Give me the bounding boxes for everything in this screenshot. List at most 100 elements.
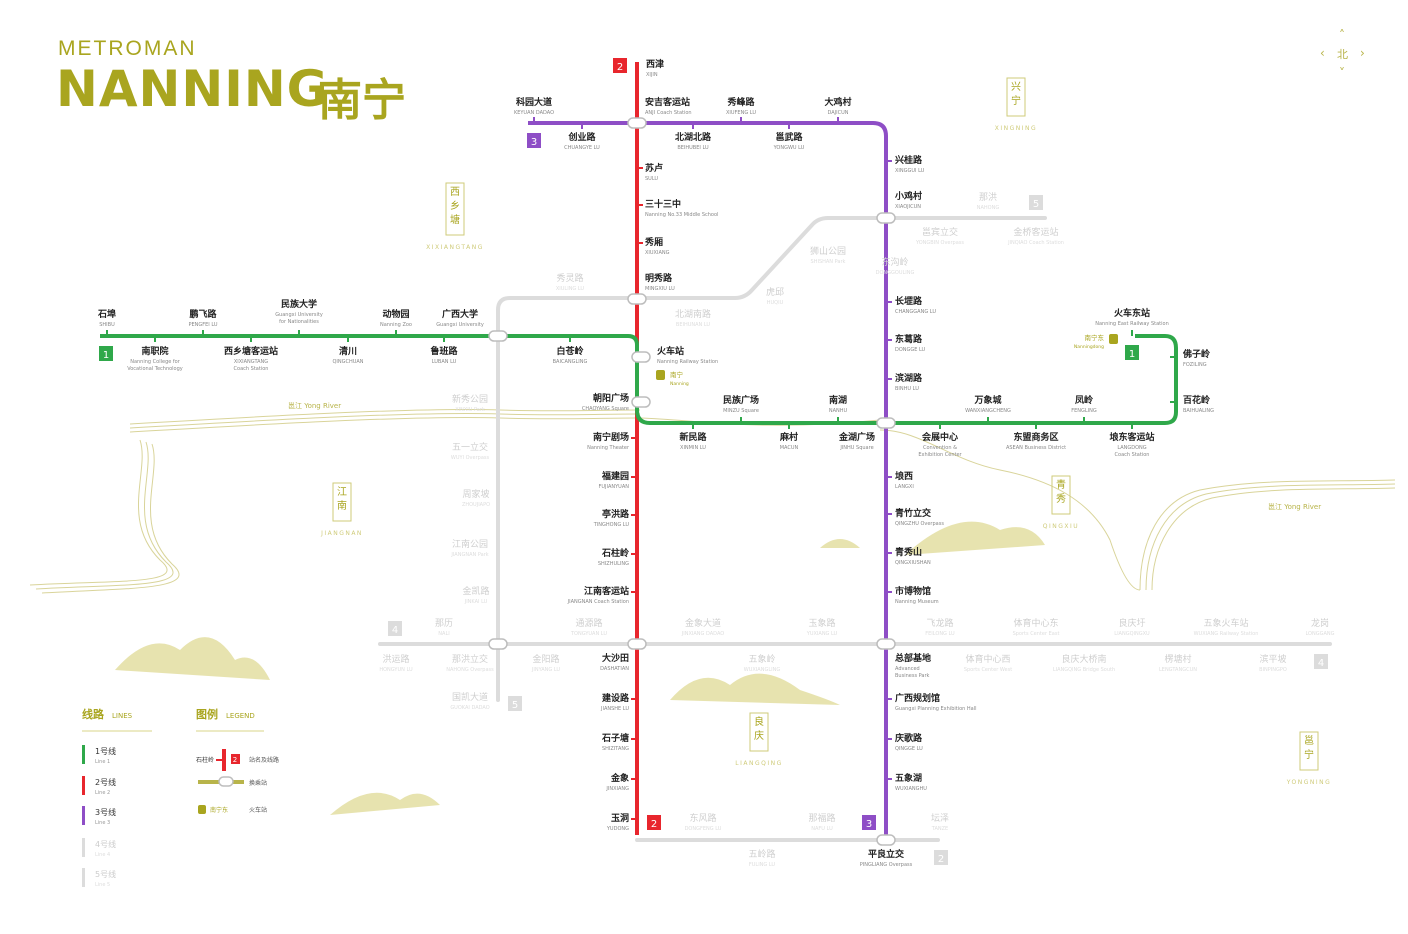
transfer-guangxi-univ[interactable] bbox=[488, 330, 508, 342]
transfer-chaoyang[interactable] bbox=[631, 396, 651, 408]
station-name-en: DASHATIAN bbox=[600, 666, 629, 672]
badge-line3-top[interactable]: 3 bbox=[527, 133, 541, 148]
svg-text:那洪立交: 那洪立交 bbox=[452, 653, 488, 665]
transfer-hq-base[interactable] bbox=[876, 638, 896, 650]
transfer-railway[interactable] bbox=[631, 351, 651, 363]
badge-line4-east[interactable]: 4 bbox=[1314, 654, 1328, 669]
transfer-anji[interactable] bbox=[627, 117, 647, 129]
badge-line1-west[interactable]: 1 bbox=[99, 346, 113, 361]
pan-right-icon[interactable]: › bbox=[1360, 46, 1365, 60]
svg-text:线路: 线路 bbox=[82, 707, 105, 721]
badge-line2-future[interactable]: 2 bbox=[934, 850, 948, 865]
station-name: 大鸡村 bbox=[824, 96, 851, 108]
line-3[interactable] bbox=[528, 121, 888, 840]
badge-line4-west[interactable]: 4 bbox=[388, 621, 402, 636]
pan-left-icon[interactable]: ‹ bbox=[1320, 46, 1325, 60]
pan-up-icon[interactable]: ˄ bbox=[1339, 28, 1345, 42]
transfer-pingliang[interactable] bbox=[876, 834, 896, 846]
transfer-jinkai[interactable] bbox=[488, 638, 508, 650]
svg-text:2: 2 bbox=[938, 854, 944, 865]
badge-line5-north[interactable]: 5 bbox=[1029, 195, 1043, 210]
transfer-xiaojicun[interactable] bbox=[876, 212, 896, 224]
badge-line1-east[interactable]: 1 bbox=[1125, 345, 1139, 360]
transfer-dashatian[interactable] bbox=[627, 638, 647, 650]
badge-line2-top[interactable]: 2 bbox=[613, 58, 627, 73]
railway-marker-east[interactable]: 南宁东 Nanningdong bbox=[1074, 333, 1118, 350]
badge-line3-bottom[interactable]: 3 bbox=[862, 815, 876, 830]
line-1[interactable] bbox=[100, 334, 1178, 425]
compass-widget[interactable]: ˄ ‹ 北 › ˅ bbox=[1318, 28, 1368, 80]
badge-line2-bottom[interactable]: 2 bbox=[647, 815, 661, 830]
svg-text:2: 2 bbox=[651, 819, 657, 830]
badge-line5-south[interactable]: 5 bbox=[508, 696, 522, 711]
pan-down-icon[interactable]: ˅ bbox=[1339, 66, 1345, 80]
railway-marker-nanning[interactable]: 南宁 Nanning bbox=[656, 370, 689, 387]
transfer-mingxiu[interactable] bbox=[627, 293, 647, 305]
transfer-jinhu[interactable] bbox=[876, 417, 896, 429]
